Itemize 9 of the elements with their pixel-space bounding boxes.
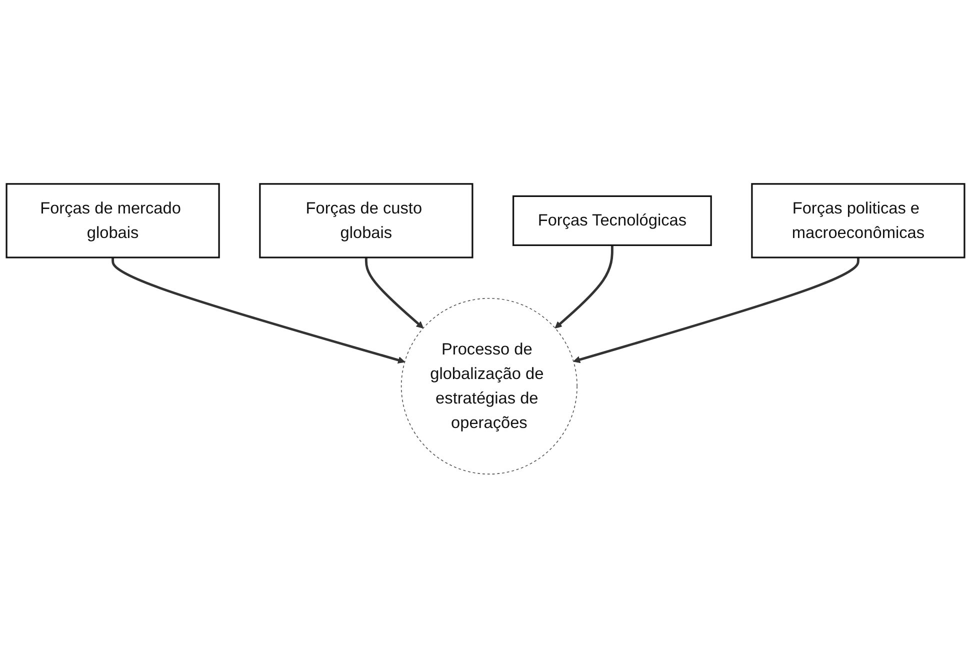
arrow [573,256,860,363]
node-box: Forças de custo globais [259,182,474,258]
node-circle: Processo de globalização de estratégias de operações [400,297,578,474]
node-box: Forças Tecnológicas [512,194,712,246]
arrow [364,256,424,328]
node-box: Forças politicas e macroeconômicas [751,182,966,258]
arrow [554,244,614,328]
arrow [112,256,406,364]
node-box: Forças de mercado globais [6,182,220,258]
